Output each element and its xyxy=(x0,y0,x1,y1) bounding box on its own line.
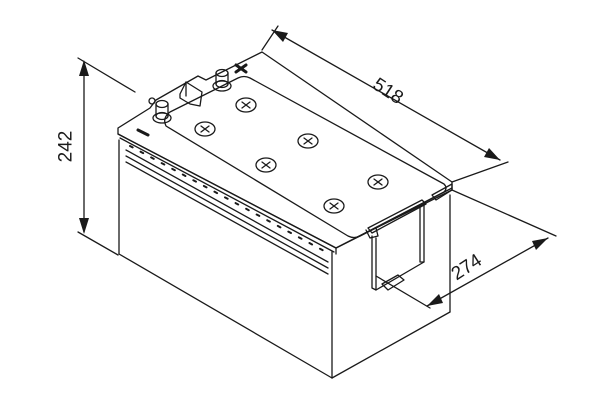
negative-symbol xyxy=(136,128,150,137)
arrow-downright-icon xyxy=(484,148,500,160)
arrow-down-icon xyxy=(79,218,89,234)
lid-right-lip xyxy=(431,183,453,201)
positive-symbol xyxy=(234,63,248,74)
positive-terminal xyxy=(212,68,232,92)
cell-cap-icon xyxy=(194,121,216,137)
dimension-height xyxy=(77,57,136,256)
dimension-length xyxy=(261,25,509,183)
arrow-downleft-icon xyxy=(427,294,443,306)
carry-handle xyxy=(365,199,427,291)
arrow-upright-icon xyxy=(532,238,548,250)
dimension-width xyxy=(375,189,557,309)
battery-lid xyxy=(117,51,453,255)
handle-bracket xyxy=(179,81,203,107)
arrow-up-icon xyxy=(79,60,89,76)
cell-cap-icon xyxy=(297,133,319,149)
cell-caps xyxy=(194,97,389,214)
arrow-upleft-icon xyxy=(272,30,288,42)
battery-body xyxy=(118,139,451,379)
cell-cap-icon xyxy=(255,157,277,173)
cell-cap-icon xyxy=(367,174,389,190)
cell-cap-icon xyxy=(235,97,257,113)
negative-terminal xyxy=(148,97,172,124)
cell-cap-icon xyxy=(323,198,345,214)
height-dimension-label: 242 xyxy=(55,130,77,163)
